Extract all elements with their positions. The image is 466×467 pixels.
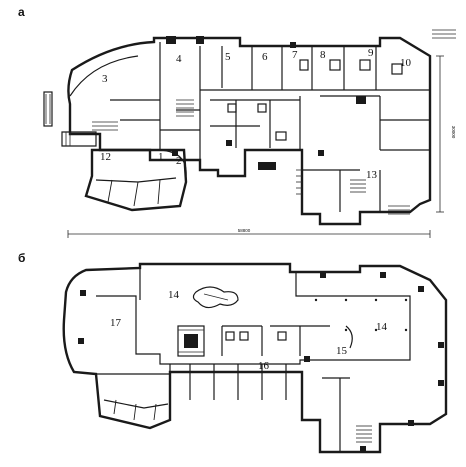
room-15: 15 xyxy=(336,345,348,357)
plan-b-columns xyxy=(314,298,408,332)
plan-a-dimensions: 58800 30000 xyxy=(67,55,456,238)
plan-a-entrance-canopy xyxy=(61,131,97,147)
overall-depth-dim: 30000 xyxy=(451,126,456,139)
room-16: 16 xyxy=(258,360,270,372)
room-9: 9 xyxy=(368,47,374,59)
room-6: 6 xyxy=(262,51,268,63)
plan-b-partitions xyxy=(96,268,350,452)
plan-a-fixtures xyxy=(166,36,403,170)
room-13: 13 xyxy=(366,169,378,181)
room-7: 7 xyxy=(292,49,298,61)
plan-a-seating xyxy=(92,121,118,131)
room-8: 8 xyxy=(320,49,326,61)
plan-b-stairs xyxy=(356,425,372,443)
plan-b-fixtures xyxy=(78,272,444,452)
plan-b-room-numbers: 14 14 15 16 17 xyxy=(110,289,388,372)
pool-icon xyxy=(192,286,239,309)
room-2: 2 xyxy=(176,155,182,167)
plan-b-inner-outline xyxy=(96,272,411,365)
room-3: 3 xyxy=(102,73,108,85)
room-4: 4 xyxy=(176,53,182,65)
plan-a-outer-wall xyxy=(67,36,432,226)
plan-a-label: а xyxy=(18,5,25,19)
plan-a-south-wing xyxy=(84,148,188,212)
plan-b-outer-wall xyxy=(62,262,448,454)
room-5: 5 xyxy=(225,51,231,63)
plan-a-stairs xyxy=(176,29,456,215)
room-1: 1 xyxy=(158,151,164,163)
overall-width-dim: 58800 xyxy=(238,228,251,233)
plan-a-glazing xyxy=(43,91,53,127)
plan-b-label: б xyxy=(18,251,25,265)
plan-b-stair-core xyxy=(177,325,205,357)
room-10: 10 xyxy=(400,57,412,69)
plan-a-partitions xyxy=(110,42,430,212)
plan-b-curved-wall xyxy=(345,325,353,349)
plan-a: а xyxy=(18,5,456,238)
room-14-left: 14 xyxy=(168,289,180,301)
plan-b: б xyxy=(18,251,448,454)
plan-a-room-numbers: 1 2 3 4 5 6 7 8 9 10 12 13 xyxy=(100,47,412,181)
room-14-right: 14 xyxy=(376,321,388,333)
plan-a-lobby-arc xyxy=(69,55,139,97)
room-17: 17 xyxy=(110,317,122,329)
room-12: 12 xyxy=(100,151,111,163)
